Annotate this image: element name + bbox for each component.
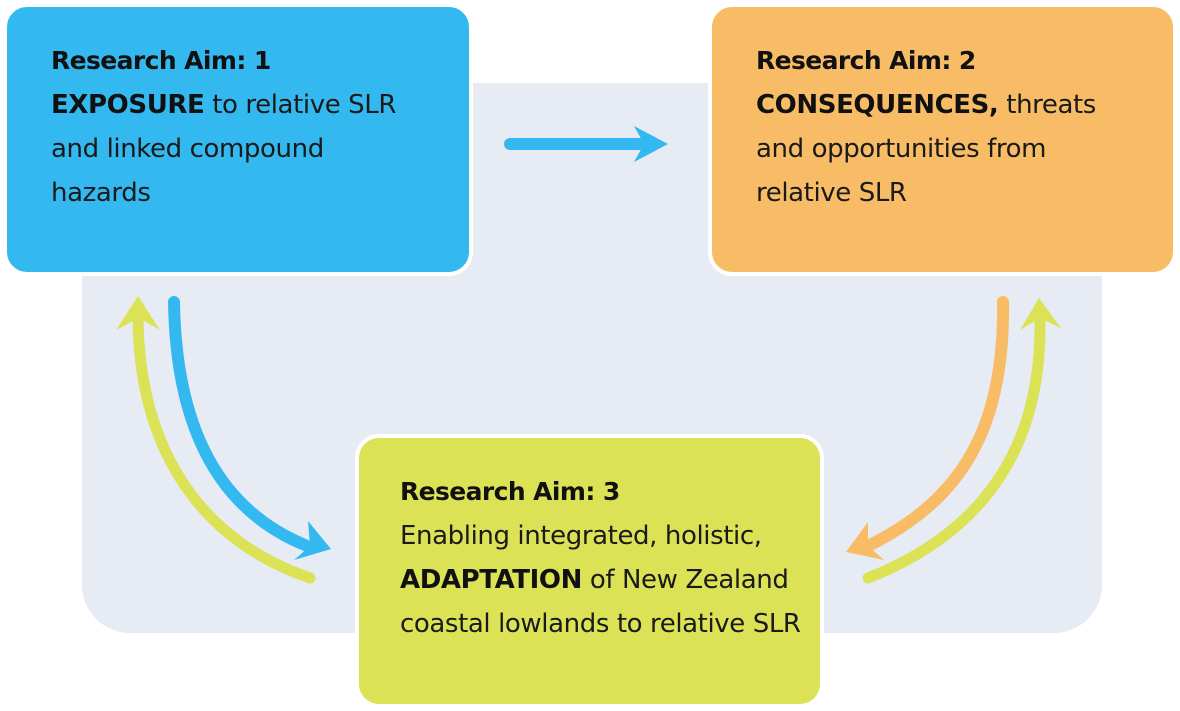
- aim-description: Enabling integrated, holistic, ADAPTATIO…: [400, 514, 820, 646]
- aim-line: hazards: [51, 171, 469, 215]
- aim-text: threats: [998, 90, 1096, 120]
- aim-line: and opportunities from: [756, 127, 1173, 171]
- aim-line: EXPOSURE to relative SLR: [51, 83, 469, 127]
- aim-keyword: CONSEQUENCES,: [756, 90, 999, 120]
- aim-title: Research Aim: 3: [400, 477, 620, 506]
- aim-text: and opportunities from: [756, 134, 1046, 164]
- aim-title: Research Aim: 1: [51, 46, 271, 75]
- arrow-aim3-to-aim2: [862, 298, 1061, 584]
- arrow-aim3-to-aim1: [116, 296, 316, 584]
- aim-keyword: EXPOSURE: [51, 90, 205, 120]
- aim-line: Enabling integrated, holistic,: [400, 514, 820, 558]
- aim-text: hazards: [51, 178, 151, 208]
- aim-line: CONSEQUENCES, threats: [756, 83, 1173, 127]
- aim-text: of New Zealand: [581, 565, 789, 595]
- research-aim-2-box: Research Aim: 2 CONSEQUENCES, threats an…: [708, 3, 1177, 276]
- aim-description: CONSEQUENCES, threats and opportunities …: [756, 83, 1173, 215]
- research-aim-3-box: Research Aim: 3 Enabling integrated, hol…: [355, 434, 824, 708]
- aim-line: ADAPTATION of New Zealand: [400, 558, 820, 602]
- aim-text: and linked compound: [51, 134, 324, 164]
- aim-description: EXPOSURE to relative SLR and linked comp…: [51, 83, 469, 215]
- aim-line: coastal lowlands to relative SLR: [400, 602, 820, 646]
- aim-text: coastal lowlands to relative SLR: [400, 609, 801, 639]
- arrow-aim2-to-aim3: [846, 296, 1010, 560]
- arrow-aim1-to-aim3: [168, 296, 331, 560]
- aim-text: Enabling integrated, holistic,: [400, 521, 762, 551]
- aim-title: Research Aim: 2: [756, 46, 976, 75]
- arrow-aim1-to-aim2: [504, 126, 668, 162]
- aim-text: relative SLR: [756, 178, 907, 208]
- aim-keyword: ADAPTATION: [400, 565, 582, 595]
- research-aim-1-box: Research Aim: 1 EXPOSURE to relative SLR…: [3, 3, 473, 276]
- aim-line: and linked compound: [51, 127, 469, 171]
- aim-text: to relative SLR: [204, 90, 397, 120]
- aim-line: relative SLR: [756, 171, 1173, 215]
